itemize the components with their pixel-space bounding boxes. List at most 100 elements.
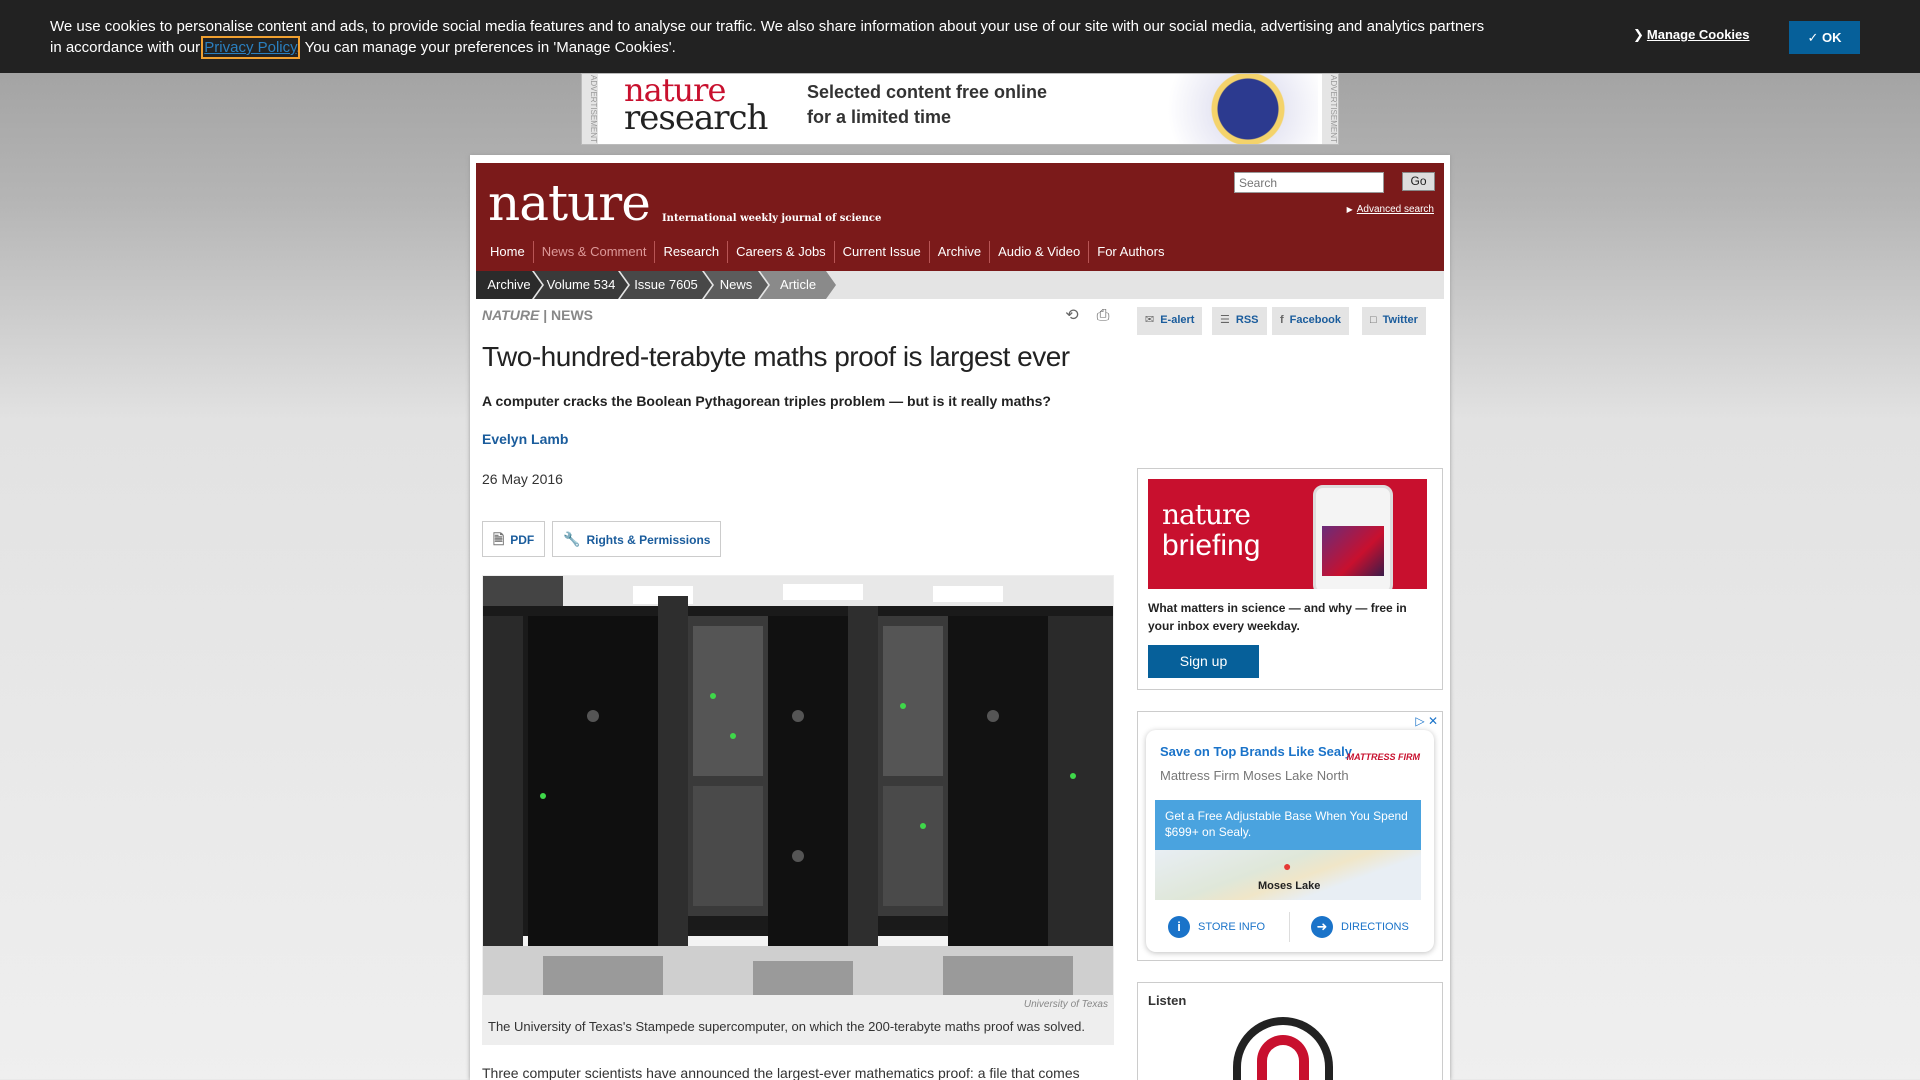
figure-credit: University of Texas — [1023, 999, 1108, 1010]
search-go-button[interactable]: Go — [1402, 172, 1435, 191]
top-advertisement[interactable]: ADVERTISEMENT nature research Selected c… — [581, 73, 1339, 145]
envelope-icon: ✉ — [1145, 314, 1155, 326]
article-kicker: NATURE | NEWS — [482, 307, 1114, 323]
cookie-message-text: We use cookies to personalise content an… — [50, 18, 1485, 56]
ad-headline[interactable]: Save on Top Brands Like Sealy — [1160, 744, 1352, 759]
chevron-right-icon: ❯ — [1633, 27, 1644, 42]
nav-item-archive[interactable]: Archive — [930, 241, 991, 263]
ad-tagline-line1: Selected content free online — [807, 82, 1048, 102]
mattress-firm-logo: MATTRESS FIRM — [1346, 752, 1420, 762]
kicker-section[interactable]: NEWS — [551, 307, 593, 323]
subscribe-ealert-label: E-alert — [1160, 314, 1195, 326]
breadcrumb-issue[interactable]: Issue 7605 — [620, 271, 712, 299]
triangle-right-icon: ▶ — [1346, 205, 1353, 214]
subscribe-ealert[interactable]: ✉ E-alert — [1137, 307, 1203, 335]
article-author[interactable]: Evelyn Lamb — [482, 431, 569, 447]
map-label: Moses Lake — [1258, 880, 1321, 892]
facebook-icon: f — [1280, 314, 1284, 326]
ad-map[interactable]: ● Moses Lake — [1155, 850, 1421, 900]
subscribe-facebook-label: Facebook — [1289, 314, 1342, 326]
twitter-icon: □ — [1370, 314, 1377, 326]
breadcrumb-news[interactable]: News — [704, 271, 768, 299]
page-container: nature International weekly journal of s… — [470, 155, 1450, 1080]
breadcrumb-volume[interactable]: Volume 534 — [534, 271, 628, 299]
info-icon: i — [1168, 916, 1190, 938]
advanced-search-label: Advanced search — [1356, 204, 1434, 215]
breadcrumb: Archive Volume 534 Issue 7605 News Artic… — [476, 271, 1444, 299]
ad-side-label: ADVERTISEMENT — [582, 74, 598, 144]
mattress-firm-ad[interactable]: ▷ ✕ Save on Top Brands Like Sealy Mattre… — [1137, 711, 1443, 961]
nature-briefing-box: nature briefing What matters in science … — [1137, 468, 1443, 690]
advanced-search-link[interactable]: ▶Advanced search — [1347, 204, 1434, 215]
ad-logo-nature: nature — [624, 71, 726, 109]
article-date: 26 May 2016 — [482, 471, 563, 487]
nav-item-for-authors[interactable]: For Authors — [1097, 244, 1165, 259]
main-nav: Home News & Comment Research Careers & J… — [476, 241, 1444, 265]
subscribe-rss[interactable]: ☰ RSS — [1212, 307, 1267, 335]
article-standfirst: A computer cracks the Boolean Pythagorea… — [482, 393, 1051, 409]
journal-subtitle: International weekly journal of science — [662, 213, 882, 224]
ad-store-name: Mattress Firm Moses Lake North — [1160, 768, 1349, 783]
ad-divider — [1289, 912, 1290, 942]
listen-heading: Listen — [1148, 993, 1187, 1008]
subscribe-twitter[interactable]: □ Twitter — [1362, 307, 1426, 335]
nav-item-current-issue[interactable]: Current Issue — [835, 241, 930, 263]
ad-tagline-line2: for a limited time — [807, 107, 952, 127]
directions-button[interactable]: ➜ DIRECTIONS — [1311, 916, 1409, 938]
nav-item-research[interactable]: Research — [655, 241, 729, 263]
article-title: Two-hundred-terabyte maths proof is larg… — [482, 341, 1070, 372]
nav-item-news-comment[interactable]: News & Comment — [534, 241, 656, 263]
article-figure: University of Texas The University of Te… — [482, 575, 1114, 1045]
print-icon[interactable]: ⎙ — [1096, 307, 1110, 324]
nav-item-careers-jobs[interactable]: Careers & Jobs — [728, 241, 835, 263]
subscribe-twitter-label: Twitter — [1382, 314, 1418, 326]
cookie-message: We use cookies to personalise content an… — [50, 16, 1490, 59]
cookie-banner: We use cookies to personalise content an… — [0, 0, 1920, 73]
rights-permissions-button[interactable]: 🔧 Rights & Permissions — [552, 521, 722, 557]
phone-image — [1313, 485, 1393, 589]
nature-briefing-banner[interactable]: nature briefing — [1148, 479, 1427, 589]
directions-label: DIRECTIONS — [1341, 920, 1409, 933]
supercomputer-illustration — [483, 576, 1113, 995]
podcast-headphones-icon[interactable] — [1233, 1017, 1333, 1080]
kicker-separator: | — [543, 307, 548, 323]
ad-side-label: ADVERTISEMENT — [1322, 74, 1338, 144]
manage-cookies-link[interactable]: ❯Manage Cookies — [1633, 27, 1750, 43]
listen-box: Listen — [1137, 982, 1443, 1080]
figure-caption: The University of Texas's Stampede super… — [488, 1019, 1085, 1034]
manage-cookies-label: Manage Cookies — [1646, 27, 1750, 42]
search-input[interactable] — [1234, 172, 1384, 193]
subscribe-facebook[interactable]: f Facebook — [1272, 307, 1350, 335]
ad-offer[interactable]: Get a Free Adjustable Base When You Spen… — [1155, 800, 1421, 850]
nav-item-audio-video[interactable]: Audio & Video — [990, 241, 1090, 263]
nature-logo[interactable]: nature — [488, 174, 651, 232]
store-info-label: STORE INFO — [1198, 920, 1266, 933]
pdf-button[interactable]: 🗎 PDF — [482, 521, 546, 557]
rights-permissions-label: Rights & Permissions — [586, 533, 711, 547]
nav-item-home[interactable]: Home — [476, 241, 534, 263]
pdf-icon: 🗎 — [493, 531, 505, 547]
cookie-message-text-2: . You can manage your preferences in 'Ma… — [296, 39, 676, 56]
rss-icon: ☰ — [1220, 314, 1230, 326]
cookie-ok-button[interactable]: ✓ OK — [1789, 21, 1860, 54]
store-info-button[interactable]: i STORE INFO — [1168, 916, 1265, 938]
pdf-label: PDF — [510, 533, 535, 547]
article: NATURE | NEWS ⟲ ⎙ Two-hundred-terabyte m… — [482, 307, 1114, 1080]
directions-icon: ➜ — [1311, 916, 1333, 938]
subscribe-rss-label: RSS — [1235, 314, 1259, 326]
breadcrumb-archive[interactable]: Archive — [476, 271, 542, 299]
privacy-policy-link[interactable]: Privacy Policy — [201, 36, 300, 59]
signup-button[interactable]: Sign up — [1148, 645, 1259, 678]
article-body-text: Three computer scientists have announced… — [482, 1065, 1080, 1080]
share-icon[interactable]: ⟲ — [1065, 307, 1079, 324]
breadcrumb-article: Article — [760, 271, 836, 299]
ad-logo-research: research — [624, 98, 768, 138]
ad-illustration — [1138, 74, 1318, 144]
briefing-description: What matters in science — and why — free… — [1148, 601, 1407, 633]
wrench-icon: 🔧 — [563, 531, 581, 547]
map-pin-icon: ● — [1283, 858, 1292, 874]
ad-card[interactable]: Save on Top Brands Like Sealy Mattress F… — [1146, 730, 1434, 952]
adchoices-close-icon[interactable]: ▷ ✕ — [1415, 714, 1438, 728]
supercomputer-photo[interactable] — [483, 576, 1113, 995]
ad-tagline: Selected content free online for a limit… — [807, 80, 1047, 130]
